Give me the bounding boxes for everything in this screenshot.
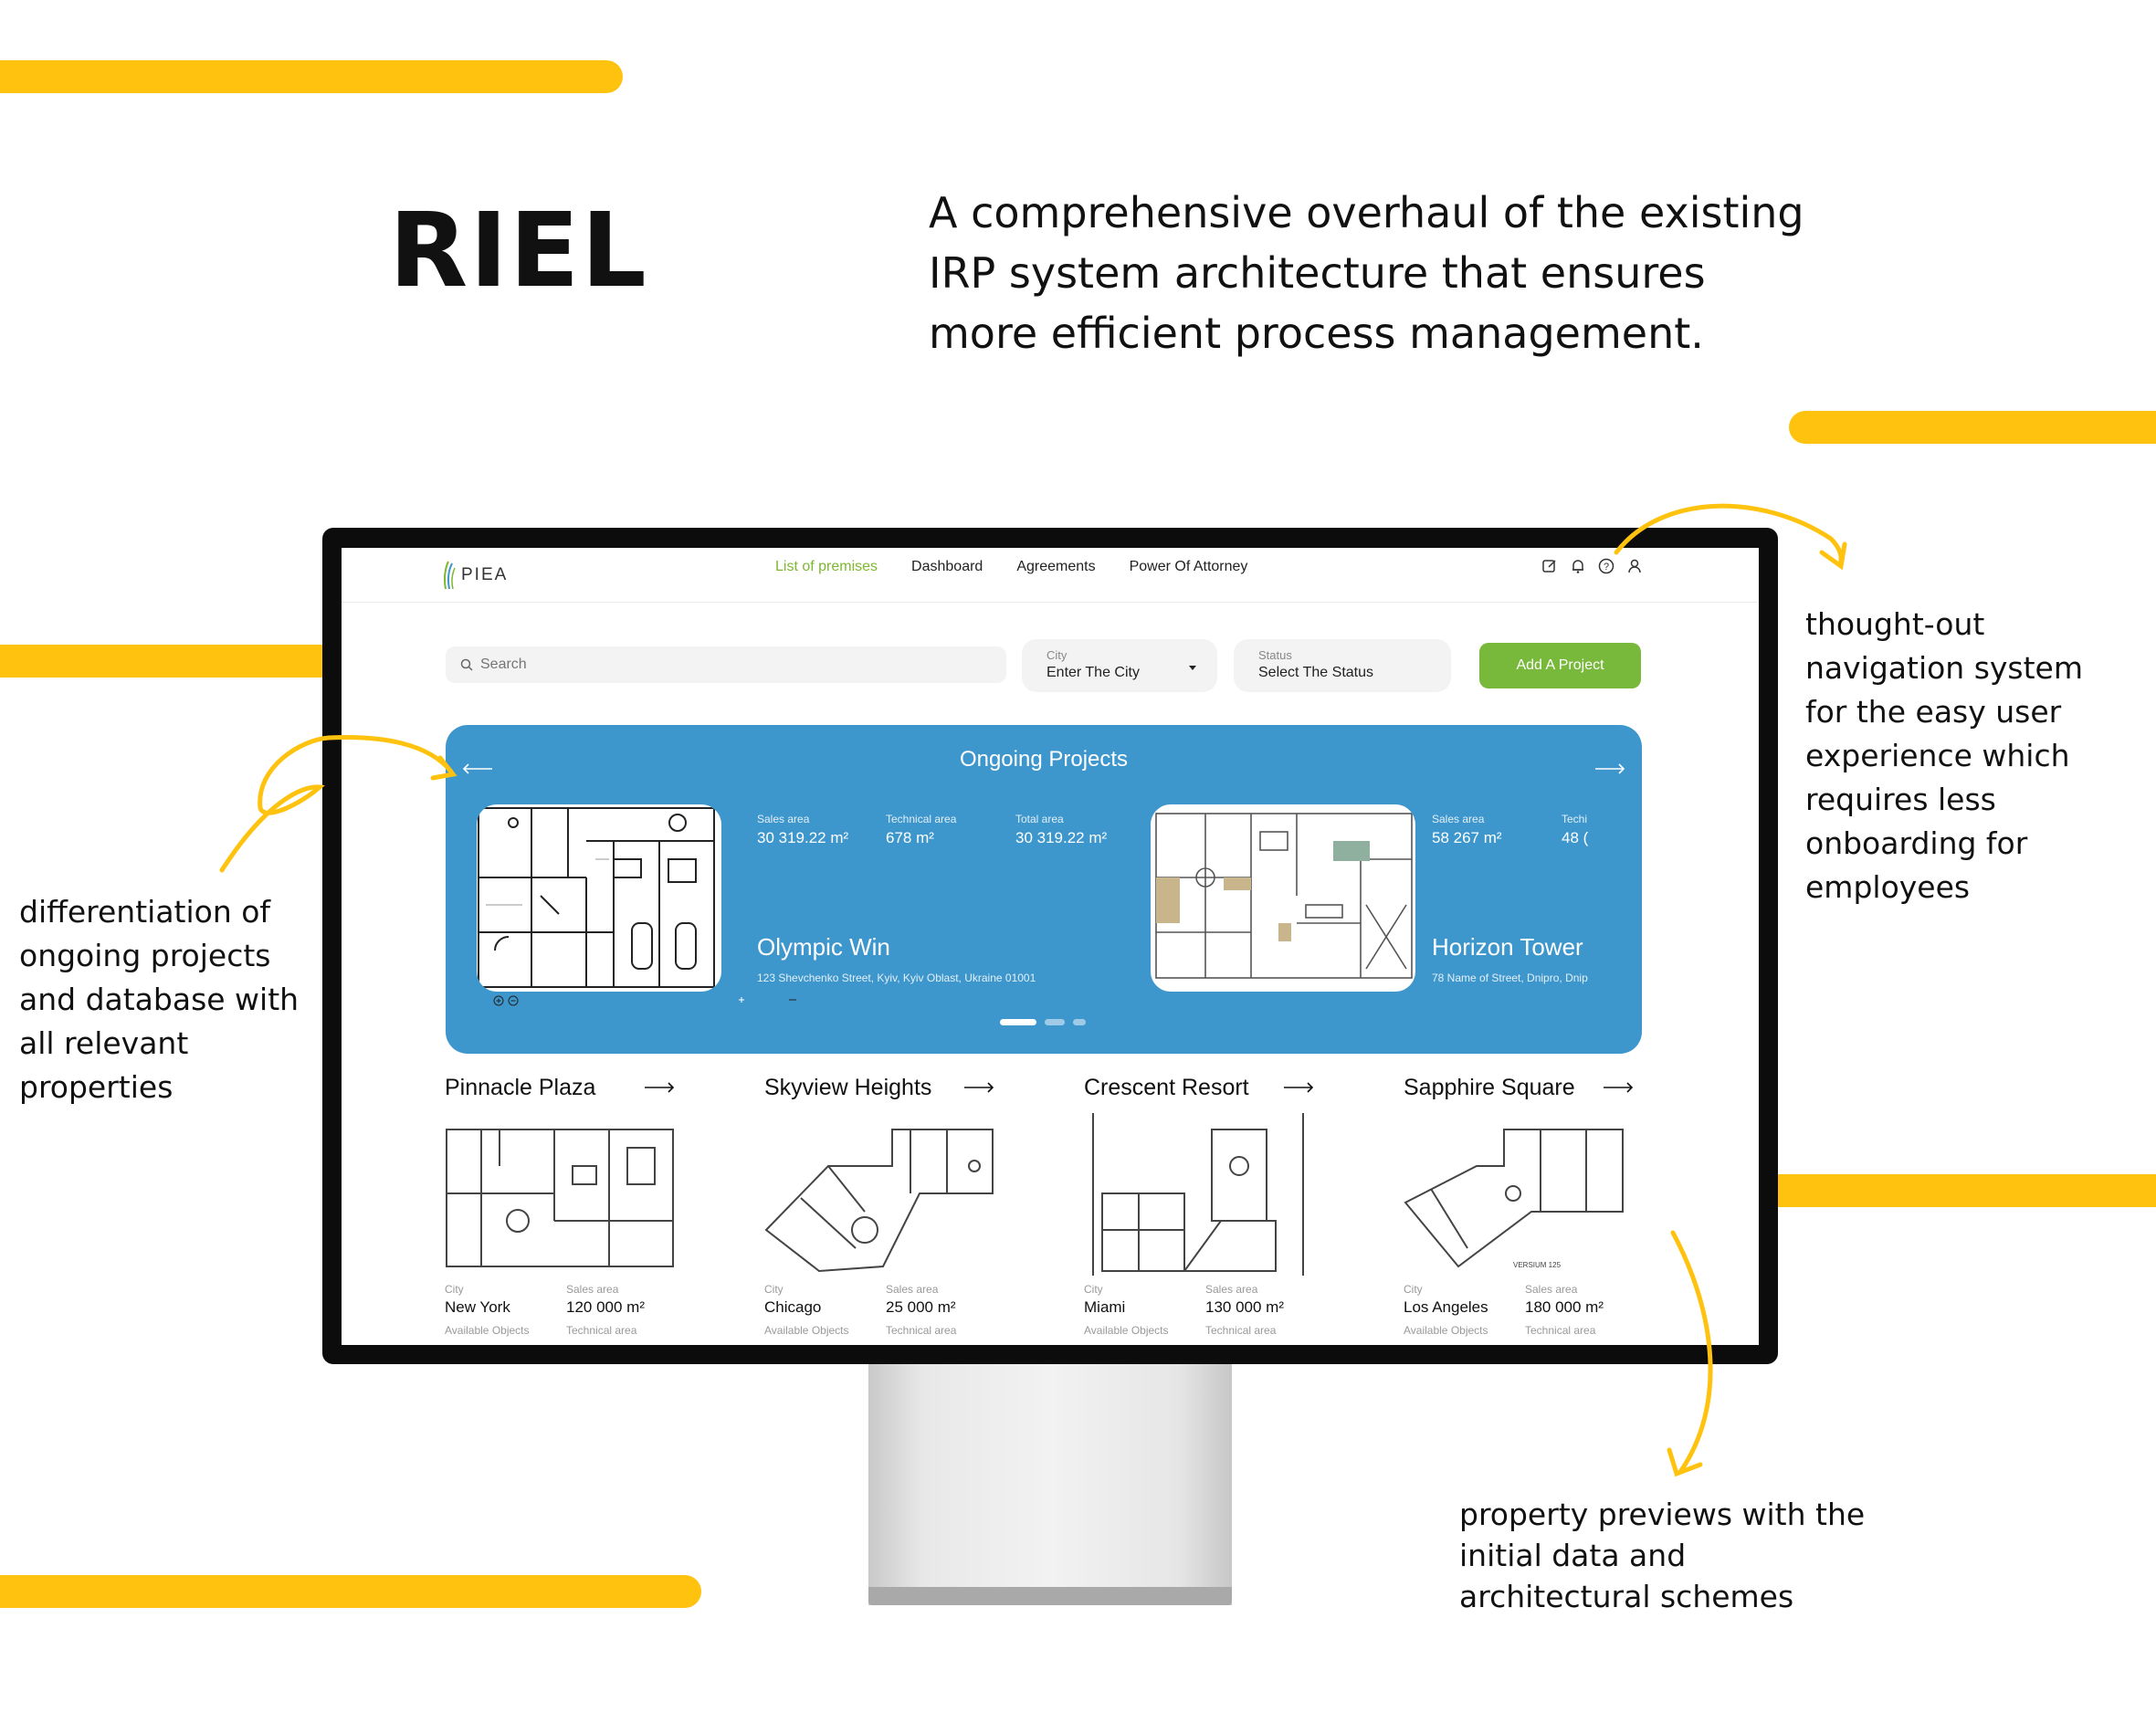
carousel-title: Ongoing Projects xyxy=(959,747,1129,772)
app-screen: PIEA List of premises Dashboard Agreemen… xyxy=(342,548,1759,1345)
property-sales-area: Sales area 120 000 m² Technical area xyxy=(566,1283,645,1337)
tagline: A comprehensive overhaul of the existing… xyxy=(929,188,1804,358)
add-project-button[interactable]: Add A Project xyxy=(1479,643,1641,688)
search-input[interactable] xyxy=(480,657,973,673)
city-select-value: Enter The City xyxy=(1046,665,1140,680)
arrow-right-icon[interactable] xyxy=(1283,1082,1314,1093)
property-card[interactable]: Pinnacle Plaza City New York Available O… xyxy=(445,1075,682,1337)
arrow-left-icon[interactable] xyxy=(462,763,493,774)
project-name[interactable]: Olympic Win xyxy=(757,933,890,961)
project-name[interactable]: Horizon Tower xyxy=(1432,933,1583,961)
city-select[interactable]: City Enter The City xyxy=(1022,639,1217,692)
property-card[interactable]: Skyview Heights City Chicago Available O… xyxy=(764,1075,1002,1337)
property-city: City Chicago Available Objects xyxy=(764,1283,849,1337)
zoom-controls-icon[interactable] xyxy=(493,995,521,1006)
status-select-value: Select The Status xyxy=(1258,665,1373,680)
yellow-stripe xyxy=(1789,411,2156,444)
yellow-stripe xyxy=(1735,1174,2156,1207)
project-address: 123 Shevchenko Street, Kyiv, Kyiv Oblast… xyxy=(757,972,1036,984)
status-select-label: Status xyxy=(1258,648,1292,662)
floor-plan-icon xyxy=(1404,1129,1624,1268)
nav-agreements[interactable]: Agreements xyxy=(1016,559,1096,574)
monitor-stand-base xyxy=(868,1587,1232,1605)
property-name[interactable]: Pinnacle Plaza xyxy=(445,1075,596,1100)
property-sales-area: Sales area 25 000 m² Technical area xyxy=(886,1283,957,1337)
project-floor-plan[interactable] xyxy=(1151,804,1415,992)
arrow-right-icon[interactable] xyxy=(644,1082,675,1093)
svg-text:?: ? xyxy=(1604,562,1609,573)
carousel-dot[interactable] xyxy=(1045,1019,1065,1025)
project-metric: Sales area 30 319.22 m² xyxy=(757,813,849,846)
annotation-left: differentiation of ongoing projects and … xyxy=(19,894,300,1105)
nav-icons: ? xyxy=(1541,557,1644,575)
property-name[interactable]: Sapphire Square xyxy=(1404,1075,1575,1100)
app-logo[interactable]: PIEA xyxy=(443,557,508,594)
project-metric: Techi 48 ( xyxy=(1562,813,1589,846)
floor-plan-icon xyxy=(1155,813,1413,979)
property-name[interactable]: Skyview Heights xyxy=(764,1075,932,1100)
carousel-pagination xyxy=(1000,1019,1086,1025)
status-select[interactable]: Status Select The Status xyxy=(1234,639,1451,692)
user-icon[interactable] xyxy=(1625,557,1644,575)
logo-text: PIEA xyxy=(461,565,509,584)
property-card[interactable]: Sapphire Square VERSIUM 125 City Los Ang… xyxy=(1404,1075,1641,1337)
property-city: City Los Angeles Available Objects xyxy=(1404,1283,1488,1337)
project-metric: Sales area 58 267 m² xyxy=(1432,813,1502,846)
property-city: City New York Available Objects xyxy=(445,1283,530,1337)
arrow-right-icon[interactable] xyxy=(963,1082,994,1093)
edit-icon[interactable] xyxy=(1541,557,1559,575)
property-sales-area: Sales area 180 000 m² Technical area xyxy=(1525,1283,1604,1337)
ongoing-projects-carousel: Ongoing Projects xyxy=(446,725,1642,1054)
project-metric: Technical area 678 m² xyxy=(886,813,957,846)
nav-dashboard[interactable]: Dashboard xyxy=(911,559,983,574)
floor-plan-icon xyxy=(1092,1113,1304,1276)
property-city: City Miami Available Objects xyxy=(1084,1283,1169,1337)
property-card[interactable]: Crescent Resort City Miami Available Obj… xyxy=(1084,1075,1321,1337)
annotation-bottom: property previews with the initial data … xyxy=(1459,1497,1866,1614)
search-field xyxy=(446,646,1006,683)
carousel-dot[interactable] xyxy=(1000,1019,1036,1025)
nav-power-of-attorney[interactable]: Power Of Attorney xyxy=(1129,559,1248,574)
project-metric: Total area 30 319.22 m² xyxy=(1015,813,1108,846)
main-nav: List of premises Dashboard Agreements Po… xyxy=(775,559,1247,575)
brand-title: RIEL xyxy=(389,192,648,310)
search-icon xyxy=(460,658,473,671)
app-navbar: PIEA List of premises Dashboard Agreemen… xyxy=(342,548,1759,603)
monitor-stand xyxy=(868,1361,1232,1605)
yellow-stripe xyxy=(0,1575,701,1608)
floor-plan-icon xyxy=(764,1129,994,1273)
property-sales-area: Sales area 130 000 m² Technical area xyxy=(1205,1283,1284,1337)
logo-icon xyxy=(444,561,456,590)
nav-list-of-premises[interactable]: List of premises xyxy=(775,559,878,574)
floor-plan-icon xyxy=(446,1129,674,1267)
floor-plan-icon xyxy=(478,807,715,988)
annotation-right: thought-out navigation system for the ea… xyxy=(1805,606,2084,905)
project-floor-plan[interactable] xyxy=(477,804,721,992)
plan-caption: VERSIUM 125 xyxy=(1513,1261,1562,1269)
bell-icon[interactable] xyxy=(1569,557,1587,575)
arrow-right-icon[interactable] xyxy=(1603,1082,1634,1093)
project-address: 78 Name of Street, Dnipro, Dnip xyxy=(1432,972,1588,984)
property-name[interactable]: Crescent Resort xyxy=(1084,1075,1249,1100)
arrow-right-icon[interactable] xyxy=(1594,763,1625,774)
yellow-stripe xyxy=(0,645,347,678)
chevron-down-icon xyxy=(1189,666,1196,670)
yellow-stripe xyxy=(0,60,623,93)
city-select-label: City xyxy=(1046,648,1067,662)
carousel-dot[interactable] xyxy=(1073,1019,1086,1025)
zoom-controls-icon[interactable] xyxy=(738,995,802,1004)
help-icon[interactable]: ? xyxy=(1597,557,1615,575)
